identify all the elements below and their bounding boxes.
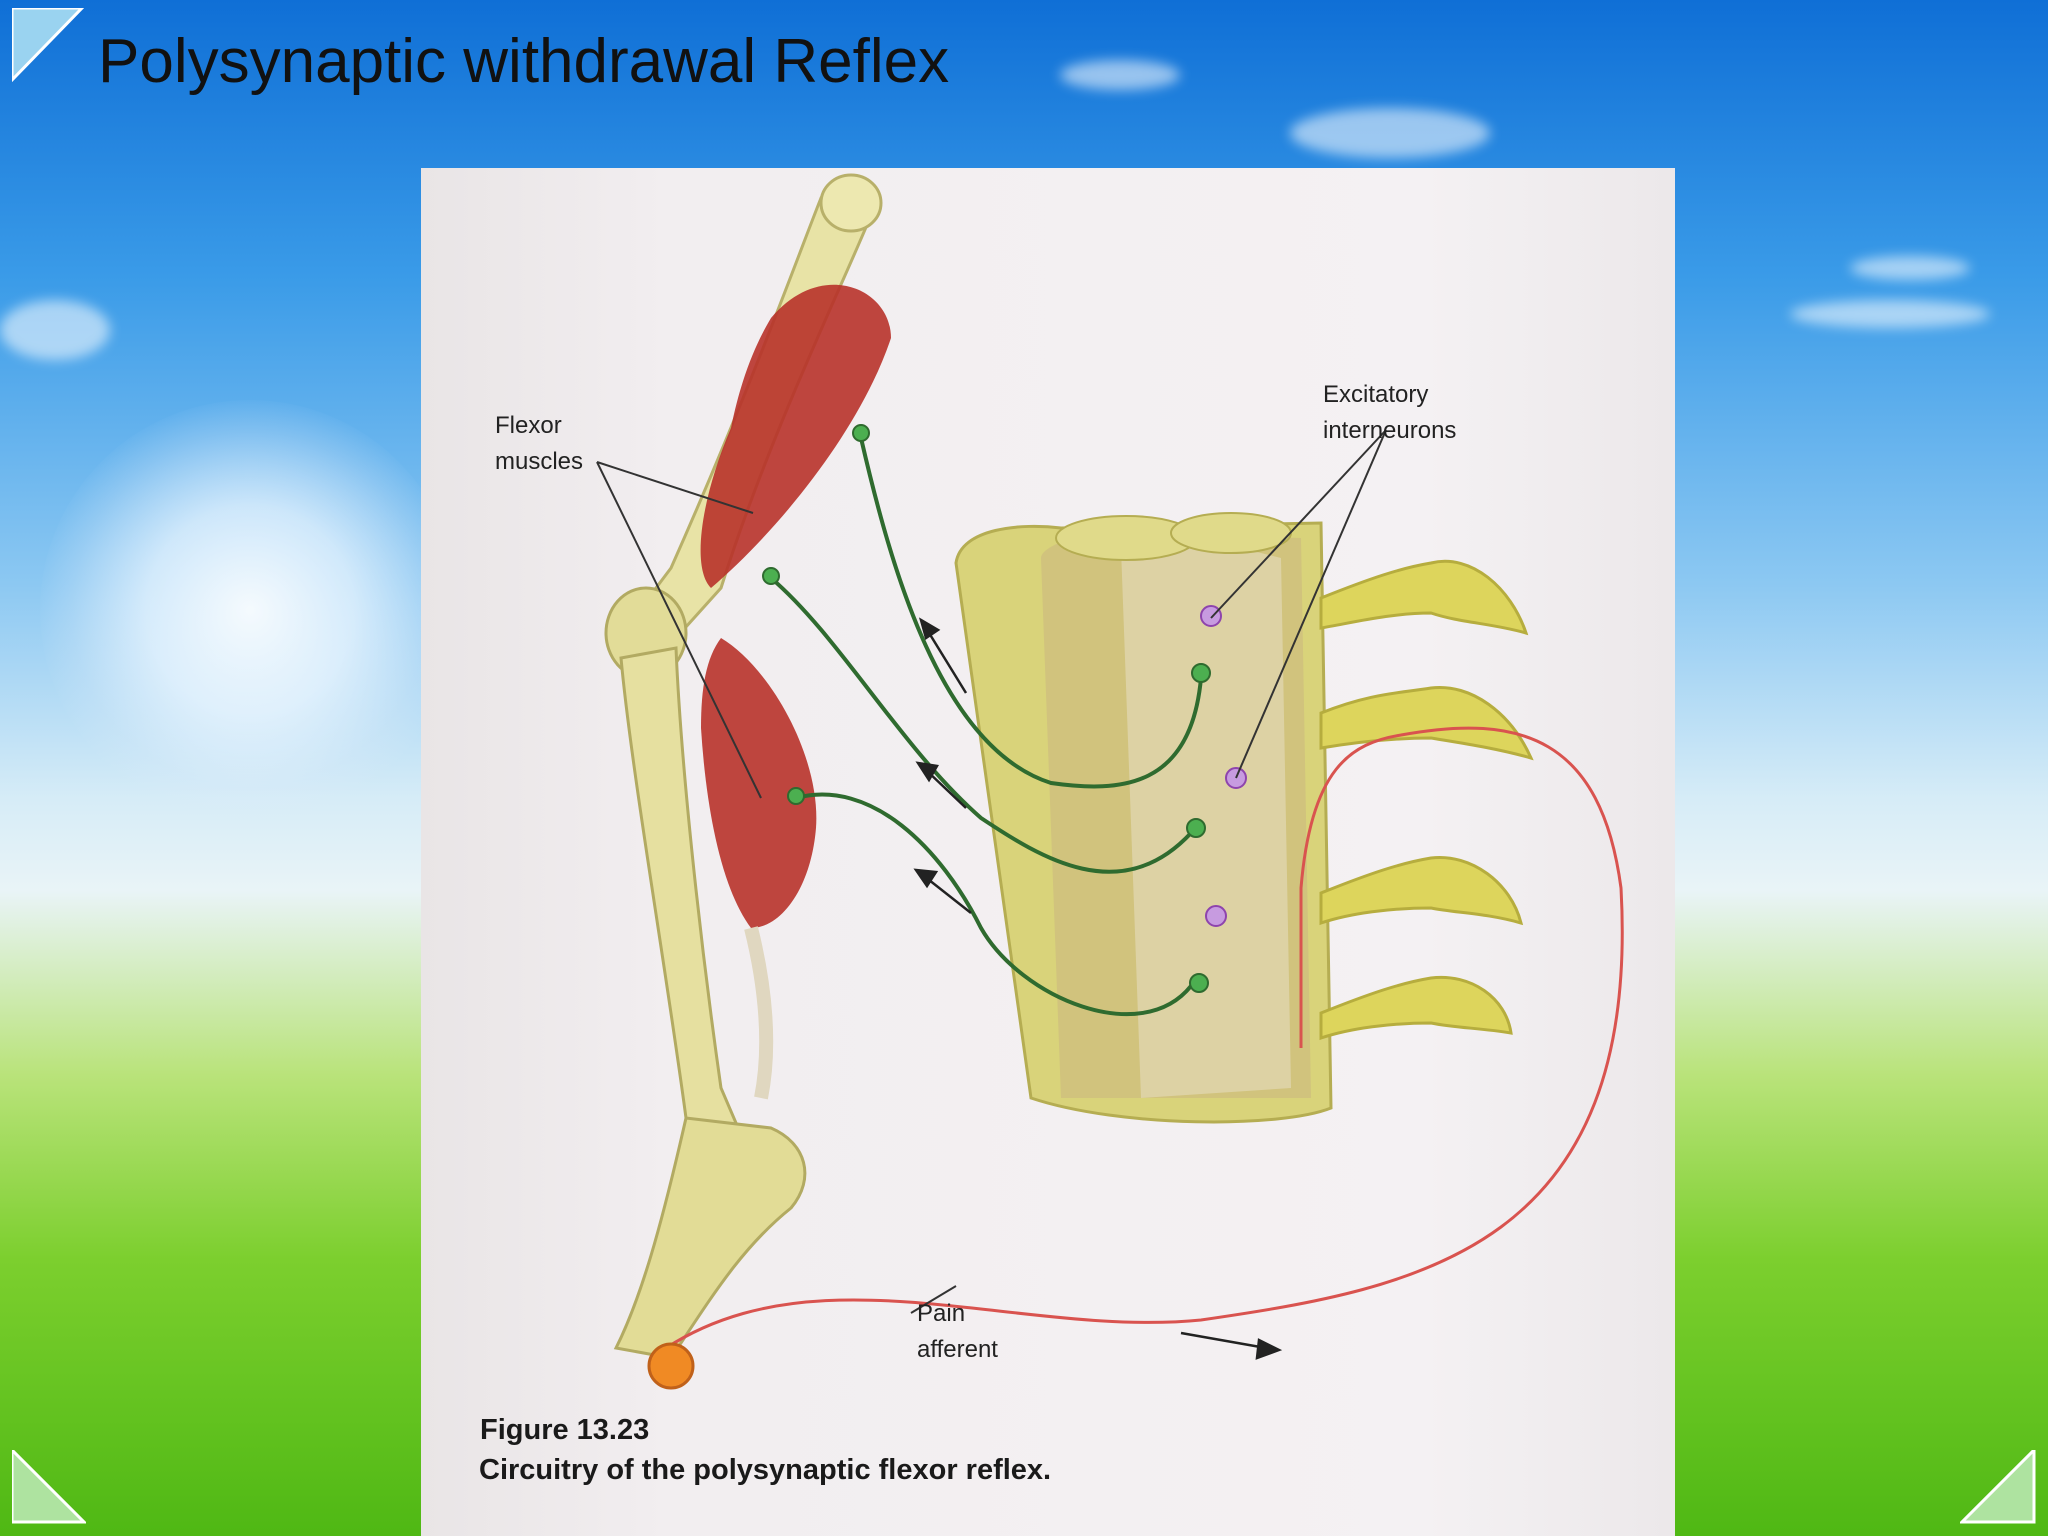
slide-title: Polysynaptic withdrawal Reflex [98,27,950,96]
excitatory-interneurons-label: Excitatory interneurons [1323,381,1457,444]
motor-neurons [769,437,1203,1017]
foot-bones [613,1116,807,1360]
flexor-muscles-label: Flexor muscles [495,412,584,475]
triangle-right-icon[interactable] [1960,1450,2036,1524]
reflex-illustration [596,173,1624,1390]
reflex-figure: Flexor muscles Excitatory interneurons P… [421,168,1675,1536]
nerve-roots [1319,559,1534,1041]
dandelion-decoration [40,400,460,820]
pain-afferent-fiber [665,726,1624,1350]
triangle-left-icon[interactable] [12,1450,86,1524]
figure-number: Figure 13.23 [480,1414,650,1446]
calf-flexor-muscle [701,638,817,928]
direction-arrows [913,617,1283,1360]
figure-caption: Circuitry of the polysynaptic flexor ref… [479,1454,1052,1486]
pain-afferent-label: Pain afferent [917,1300,998,1363]
slide-corner-icon [12,8,84,82]
interneurons [1200,605,1247,927]
pain-receptor-icon [647,1342,695,1390]
